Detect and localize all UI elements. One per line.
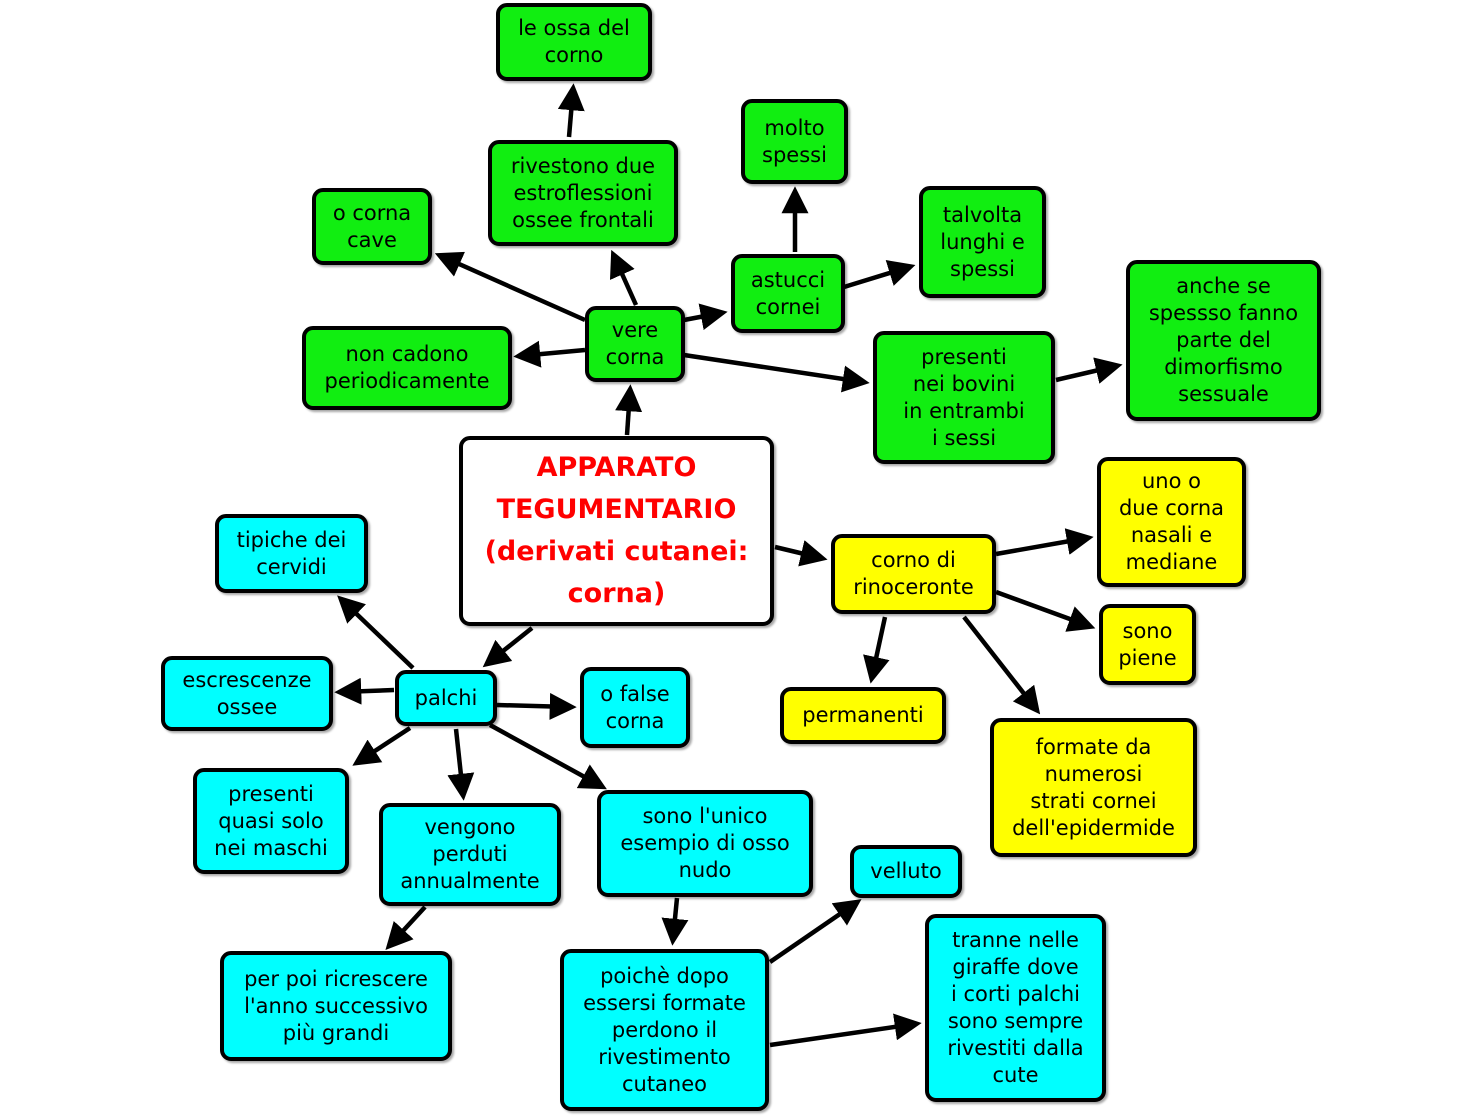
node-presenti-bovini: presenti nei bovini in entrambi i sessi <box>873 331 1055 464</box>
node-perduti: vengono perduti annualmente <box>379 803 561 906</box>
node-rivestono: rivestono due estroflessioni ossee front… <box>488 140 678 246</box>
node-ossa: le ossa del corno <box>496 3 652 81</box>
arrow <box>385 905 427 950</box>
arrow <box>995 528 1094 557</box>
arrow <box>863 616 890 684</box>
node-permanenti: permanenti <box>780 687 946 744</box>
arrow <box>334 677 395 705</box>
arrow <box>661 897 689 946</box>
arrow <box>482 626 534 668</box>
arrow <box>1055 357 1123 384</box>
node-talvolta: talvolta lunghi e spessi <box>919 186 1046 298</box>
node-false-corna: o false corna <box>580 667 690 748</box>
arrow <box>962 615 1041 715</box>
arrow <box>843 260 916 290</box>
arrow <box>488 723 607 790</box>
arrow <box>557 83 585 138</box>
node-palchi: palchi <box>395 670 497 726</box>
arrow <box>615 384 643 436</box>
arrow <box>352 726 412 766</box>
node-molto-spessi: molto spessi <box>741 99 848 184</box>
node-maschi: presenti quasi solo nei maschi <box>193 768 349 874</box>
arrow <box>683 303 728 331</box>
node-corna-cave: o corna cave <box>312 188 432 265</box>
node-vere-corna: vere corna <box>585 306 685 382</box>
arrow <box>683 352 870 393</box>
node-anche-se: anche se spessso fanno parte del dimorfi… <box>1126 260 1321 421</box>
arrow <box>337 595 415 670</box>
node-escrescenze: escrescenze ossee <box>161 656 333 731</box>
arrow <box>769 1013 922 1048</box>
central-topic: APPARATO TEGUMENTARIO (derivati cutanei:… <box>459 436 774 626</box>
arrow <box>447 728 475 801</box>
node-giraffe: tranne nelle giraffe dove i corti palchi… <box>925 914 1106 1102</box>
arrow <box>434 251 586 323</box>
arrow <box>513 340 586 368</box>
node-velluto: velluto <box>850 845 962 898</box>
arrow <box>768 899 862 964</box>
node-tipiche: tipiche dei cervidi <box>215 514 368 593</box>
arrow <box>496 692 577 720</box>
arrow <box>774 540 828 567</box>
node-formate: formate da numerosi strati cornei dell'e… <box>990 718 1197 857</box>
node-poiche: poichè dopo essersi formate perdono il r… <box>560 949 769 1111</box>
node-uno-o-due: uno o due corna nasali e mediane <box>1097 457 1246 587</box>
node-astucci: astucci cornei <box>731 254 845 333</box>
node-non-cadono: non cadono periodicamente <box>302 326 512 410</box>
arrow <box>609 249 639 306</box>
node-rinoceronte: corno di rinoceronte <box>831 534 996 614</box>
arrow <box>995 589 1096 632</box>
node-ricrescere: per poi ricrescere l'anno successivo più… <box>220 951 452 1061</box>
node-piene: sono piene <box>1099 604 1196 685</box>
node-osso-nudo: sono l'unico esempio di osso nudo <box>597 790 813 897</box>
